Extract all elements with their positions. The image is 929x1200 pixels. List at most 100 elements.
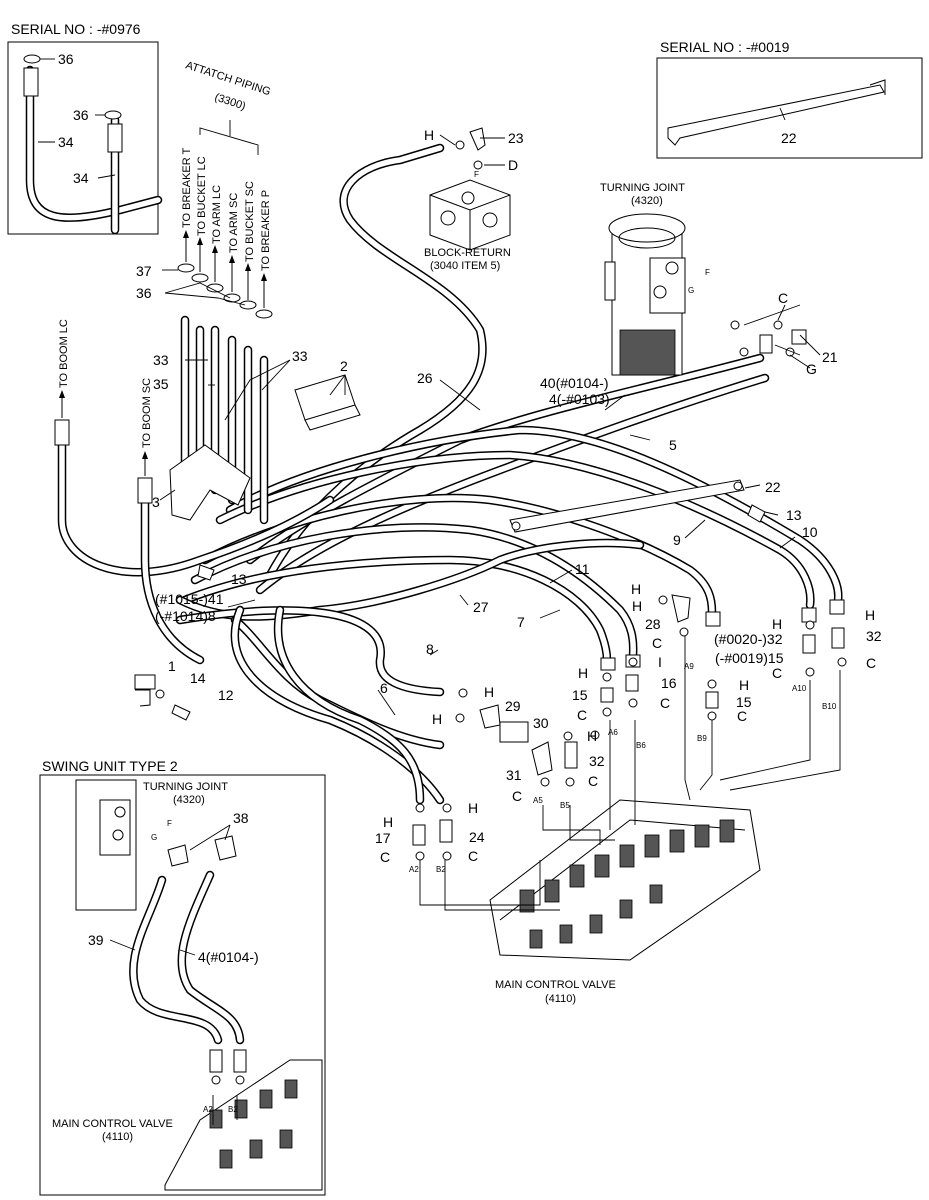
serial-0976-label-36a: 36 <box>58 51 74 67</box>
attach-arrows <box>59 120 267 476</box>
serial-0019-label-22: 22 <box>781 130 797 146</box>
callout-5: 5 <box>669 437 677 453</box>
block-return-code: (3040 ITEM 5) <box>430 260 500 272</box>
swing-type-2-label-38: 38 <box>233 810 249 826</box>
block-return-title: BLOCK-RETURN <box>424 247 511 259</box>
callout-8b: (-#1014)8 <box>155 608 216 624</box>
block-return: F <box>429 127 511 251</box>
attach-caps <box>177 263 273 319</box>
callout-15a: 15 <box>572 687 588 703</box>
clamp-bracket <box>169 374 361 521</box>
letter-c: C <box>737 708 747 724</box>
letter-h: H <box>632 598 642 614</box>
swing-type-2-port-f: F <box>167 819 172 828</box>
main-control-valve <box>489 799 761 961</box>
attach-line-breaker-p: TO BREAKER P <box>260 190 272 271</box>
fittings <box>54 140 847 861</box>
attach-line-bucket-sc: TO BUCKET SC <box>244 181 256 262</box>
letter-c: C <box>652 635 662 651</box>
turning-joint-port-g: G <box>688 286 694 295</box>
mcv-code: (4110) <box>545 993 576 1005</box>
callout-28: 28 <box>645 616 661 632</box>
letter-c: C <box>468 848 478 864</box>
callout-21: 21 <box>822 349 838 365</box>
attach-line-bucket-lc: TO BUCKET LC <box>196 156 208 236</box>
letter-c: C <box>778 290 788 306</box>
mcv-title: MAIN CONTROL VALVE <box>495 979 616 991</box>
letter-h: H <box>739 677 749 693</box>
callout-26: 26 <box>417 370 433 386</box>
to-boom-lc: TO BOOM LC <box>58 319 70 388</box>
callout-leaders <box>159 134 821 716</box>
callout-17: 17 <box>375 830 391 846</box>
letter-h: H <box>383 814 393 830</box>
callout-14: 14 <box>190 670 206 686</box>
serial-0976-label-34b: 34 <box>73 170 89 186</box>
to-boom-sc: TO BOOM SC <box>141 378 153 448</box>
mcv-port-a5: A5 <box>533 796 543 805</box>
callout-32a: 32 <box>589 753 605 769</box>
letter-c: C <box>772 665 782 681</box>
callout-13b: 13 <box>231 571 247 587</box>
letter-h: H <box>587 728 597 744</box>
attach-piping-code: (3300) <box>213 91 247 112</box>
frame-serial-0976 <box>7 41 163 235</box>
swing-type-2-label-39: 39 <box>88 932 104 948</box>
letter-callouts: H D C G H C H I H C C C H C C H H H H H … <box>380 127 876 865</box>
attach-piping-title: ATTATCH PIPING <box>184 59 272 98</box>
callout-27: 27 <box>473 599 489 615</box>
callout-6: 6 <box>380 680 388 696</box>
callout-4: 4(-#0103) <box>549 391 610 407</box>
callout-33b: 33 <box>292 348 308 364</box>
swing-type-2-title: SWING UNIT TYPE 2 <box>42 758 178 774</box>
mcv-port-b9: B9 <box>697 734 707 743</box>
hose-bundle <box>57 143 843 805</box>
turning-joint-main <box>604 213 686 376</box>
callout-31: 31 <box>506 767 522 783</box>
mcv-port-b6: B6 <box>636 741 646 750</box>
swing-type-2-label-4: 4(#0104-) <box>198 949 259 965</box>
swing-type-2-port-b2: B2 <box>228 1105 238 1114</box>
letter-i: I <box>658 654 662 670</box>
attach-line-breaker-t: TO BREAKER T <box>181 147 193 228</box>
callout-24: 24 <box>469 829 485 845</box>
callout-29: 29 <box>505 698 521 714</box>
callout-32c: (#0020-)32 <box>714 631 783 647</box>
mcv-port-a9: A9 <box>684 662 694 671</box>
callout-15c: (-#0019)15 <box>715 650 784 666</box>
letter-c: C <box>577 707 587 723</box>
frame-serial-0019 <box>656 57 923 159</box>
swing-type-2-mcv: MAIN CONTROL VALVE <box>52 1118 173 1130</box>
callout-12: 12 <box>218 687 234 703</box>
callout-37: 37 <box>136 263 152 279</box>
swing-type-2-port-a2: A2 <box>203 1105 213 1114</box>
serial-0019-title: SERIAL NO : -#0019 <box>660 39 790 55</box>
letter-c: C <box>866 655 876 671</box>
callout-8: 8 <box>426 641 434 657</box>
letter-h: H <box>484 684 494 700</box>
letter-h: H <box>432 711 442 727</box>
callout-33a: 33 <box>153 352 169 368</box>
callout-36: 36 <box>136 285 152 301</box>
callout-1: 1 <box>168 658 176 674</box>
mcv-port-b2: B2 <box>436 865 446 874</box>
callout-41: (#1015-)41 <box>155 591 224 607</box>
letter-h: H <box>865 607 875 623</box>
attach-line-arm-lc: TO ARM LC <box>211 185 223 244</box>
letter-d: D <box>508 157 518 173</box>
serial-0976-label-36b: 36 <box>73 107 89 123</box>
serial-0976-title: SERIAL NO : -#0976 <box>11 21 141 37</box>
callout-32b: 32 <box>866 628 882 644</box>
letter-c: C <box>380 849 390 865</box>
support-bar-22 <box>509 479 745 533</box>
mcv-port-b5: B5 <box>560 801 570 810</box>
swing-type-2-mcv-code: (4110) <box>102 1131 133 1143</box>
callout-9: 9 <box>673 532 681 548</box>
turning-joint-code: (4320) <box>631 195 663 207</box>
letter-g: G <box>806 361 817 377</box>
turning-joint-title: TURNING JOINT <box>600 182 685 194</box>
letter-h: H <box>424 127 434 143</box>
callout-22: 22 <box>765 479 781 495</box>
